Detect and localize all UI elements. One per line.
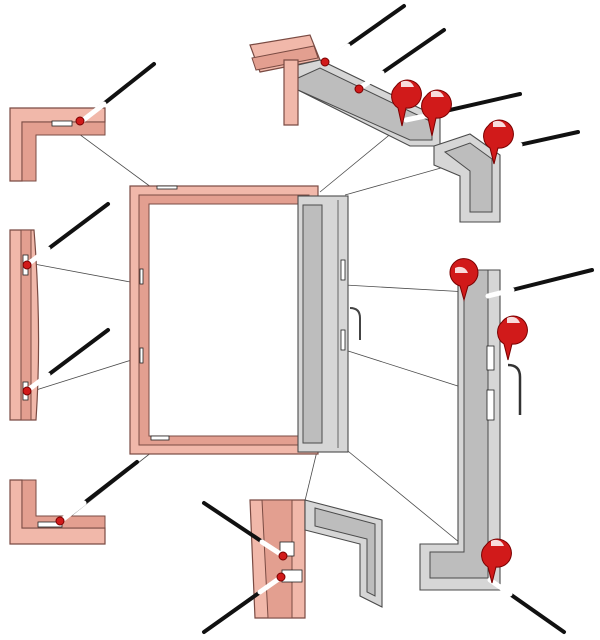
top-sash-bar-detail bbox=[249, 4, 522, 147]
top-right-corner-detail bbox=[433, 119, 580, 223]
bottom-hinge-detail bbox=[202, 499, 383, 634]
top-left-corner-detail bbox=[9, 62, 156, 182]
left-hinge-side-detail bbox=[9, 202, 110, 421]
main-window bbox=[129, 185, 361, 455]
bottom-left-corner-detail bbox=[9, 460, 139, 545]
right-lock-bar-detail bbox=[419, 258, 594, 634]
